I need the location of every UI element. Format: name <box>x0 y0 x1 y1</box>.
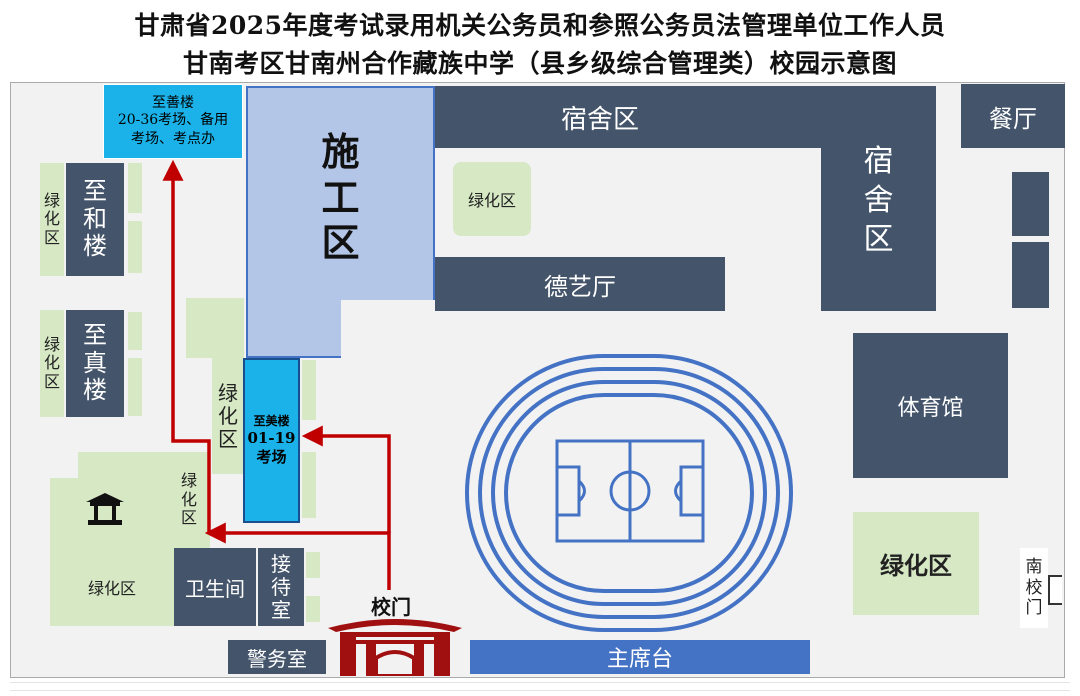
canteen: 餐厅 <box>961 84 1065 148</box>
green-strip <box>128 163 142 213</box>
zhimei-building-name: 至美楼 <box>253 414 290 429</box>
construction-area-label: 施工区 <box>321 130 360 266</box>
green-area-notch <box>50 452 78 478</box>
restroom: 卫生间 <box>174 548 256 626</box>
restroom-label: 卫生间 <box>185 576 245 601</box>
south-gate: 南校门 <box>1020 548 1048 628</box>
school-gate-label: 校门 <box>371 594 411 619</box>
small-building <box>1012 172 1049 236</box>
dormitory-area-right: 宿舍区 <box>821 86 936 311</box>
gymnasium: 体育馆 <box>853 333 1008 478</box>
green-area-pavilion-right: 绿化区 <box>174 460 204 540</box>
podium-label: 主席台 <box>606 647 673 672</box>
zhishan-building-desc: 20-36考场、备用考场、考点办 <box>117 111 229 147</box>
zhimei-building-suffix: 考场 <box>256 448 287 466</box>
soccer-field-icon <box>555 439 705 543</box>
green-strip <box>302 360 316 420</box>
green-area-zhihe-left-label: 绿化区 <box>44 190 61 247</box>
green-area-pavilion-bottom: 绿化区 <box>50 548 174 626</box>
grid-line <box>10 682 1070 683</box>
green-area-mid-left-top <box>186 298 244 358</box>
green-strip <box>302 452 316 518</box>
route-arrow-icon <box>301 425 391 533</box>
construction-cutout <box>341 300 435 360</box>
green-strip <box>128 312 142 350</box>
map-title-line2: 甘南考区甘南州合作藏族中学（县乡级综合管理类）校园示意图 <box>182 49 897 78</box>
school-gate-label-box: 校门 <box>356 592 426 619</box>
grid-line <box>10 690 1070 691</box>
gymnasium-label: 体育馆 <box>897 395 964 421</box>
deyi-hall: 德艺厅 <box>435 257 725 311</box>
zhimei-building: 至美楼 01-19 考场 <box>243 358 300 523</box>
reception-room-label: 接待室 <box>271 551 291 622</box>
green-area-pavilion-bottom-label: 绿化区 <box>87 579 136 598</box>
route-arrow-icon <box>162 159 211 533</box>
green-strip <box>306 552 320 578</box>
zhizhen-building-label: 至真楼 <box>83 321 107 405</box>
green-area-zhihe-left: 绿化区 <box>40 163 64 276</box>
zhimei-building-range: 01-19 <box>247 429 296 448</box>
green-area-pavilion-right-label: 绿化区 <box>180 471 197 528</box>
green-area-center-label: 绿化区 <box>467 191 516 210</box>
route-arrow-icon <box>204 522 391 590</box>
reception-room: 接待室 <box>258 548 304 626</box>
dormitory-area-right-label: 宿舍区 <box>863 144 894 257</box>
running-track <box>465 354 793 632</box>
zhihe-building-label: 至和楼 <box>83 177 107 261</box>
green-area-zhizhen-left-label: 绿化区 <box>44 334 61 391</box>
podium: 主席台 <box>470 640 810 674</box>
green-area-bottom-right: 绿化区 <box>853 512 979 615</box>
zhizhen-building: 至真楼 <box>66 310 124 417</box>
school-gate-icon[interactable] <box>326 614 464 676</box>
green-area-mid-left-label: 绿化区 <box>218 380 238 451</box>
deyi-hall-label: 德艺厅 <box>544 272 616 301</box>
police-room: 警务室 <box>228 640 326 674</box>
green-area-center: 绿化区 <box>453 162 531 236</box>
green-strip <box>128 358 142 416</box>
green-area-zhizhen-left: 绿化区 <box>40 310 64 417</box>
south-gate-marker <box>1048 575 1062 605</box>
zhishan-building-name: 至善楼 <box>152 94 194 111</box>
south-gate-label: 南校门 <box>1025 557 1043 619</box>
small-building <box>1012 242 1049 308</box>
map-title-line1: 甘肃省2025年度考试录用机关公务员和参照公务员法管理单位工作人员 <box>134 11 946 40</box>
green-strip <box>306 596 320 622</box>
pavilion-icon <box>86 493 124 525</box>
canteen-label: 餐厅 <box>989 104 1037 133</box>
green-strip <box>128 221 142 273</box>
green-area-bottom-right-label: 绿化区 <box>880 552 952 580</box>
police-room-label: 警务室 <box>247 646 307 671</box>
green-area-mid-left: 绿化区 <box>212 358 244 474</box>
zhishan-building: 至善楼 20-36考场、备用考场、考点办 <box>103 84 243 159</box>
dormitory-area-top-label: 宿舍区 <box>561 104 640 135</box>
zhihe-building: 至和楼 <box>66 163 124 276</box>
